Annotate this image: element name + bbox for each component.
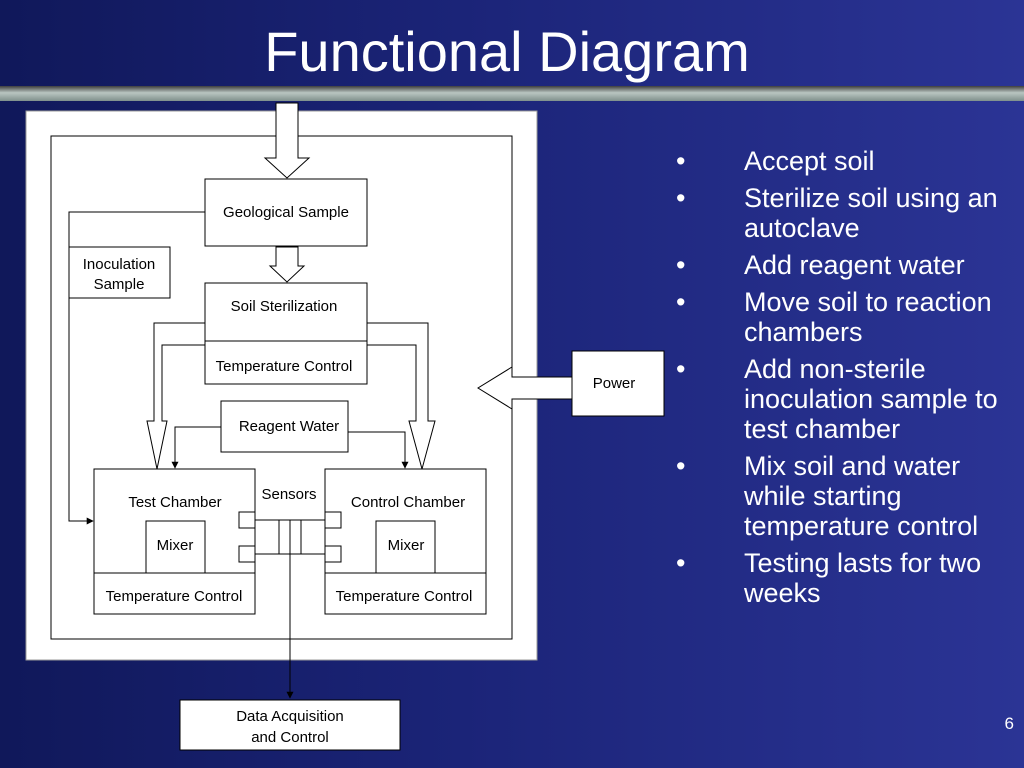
inoculation-line (68, 211, 205, 525)
bullet-list: Accept soil Sterilize soil using an auto… (676, 146, 1016, 615)
sterilization-temperature-control-label: Temperature Control (216, 358, 353, 375)
test-sensor-1 (238, 511, 256, 529)
reagent-water-label: Reagent Water (239, 418, 339, 435)
data-acquisition-box (179, 699, 401, 751)
bullet-item: Accept soil (676, 146, 1016, 176)
control-mixer-label: Mixer (388, 537, 425, 554)
power-label: Power (593, 375, 636, 392)
geological-sample-box (204, 178, 368, 247)
test-temperature-control-label: Temperature Control (106, 588, 243, 605)
page-number: 6 (1004, 714, 1014, 733)
control-sensor-2 (324, 545, 342, 563)
test-mixer-label: Mixer (157, 537, 194, 554)
bullet-item: Testing lasts for two weeks (676, 548, 1016, 608)
sterilized-soil-to-test-arrow (146, 322, 206, 470)
reagent-to-test-line (171, 426, 221, 469)
geological-sample-label: Geological Sample (223, 204, 349, 221)
test-chamber-label: Test Chamber (128, 494, 221, 511)
soil-sterilization-label: Soil Sterilization (231, 298, 338, 315)
bullet-item: Move soil to reaction chambers (676, 287, 1016, 347)
reagent-water-box (220, 400, 349, 453)
input-arrow (263, 102, 311, 179)
bullet-item: Add non-sterile inoculation sample to te… (676, 354, 1016, 444)
inoculation-sample-box (68, 246, 171, 299)
sensors-label: Sensors (261, 486, 316, 503)
power-arrow (477, 366, 573, 410)
reagent-to-control-line (348, 431, 409, 469)
power-box (571, 350, 665, 417)
sample-to-sterilization-arrow (268, 246, 306, 283)
slide-title: Functional Diagram (264, 20, 750, 83)
sterilized-soil-to-control-arrow (366, 322, 436, 471)
bullet-item: Add reagent water (676, 250, 1016, 280)
soil-sterilization-box (204, 282, 368, 385)
title-divider (0, 86, 1024, 101)
bullet-item: Mix soil and water while starting temper… (676, 451, 1016, 541)
control-mixer-box (375, 520, 436, 574)
control-temperature-control-label: Temperature Control (336, 588, 473, 605)
control-sensor-1 (324, 511, 342, 529)
bullet-item: Sterilize soil using an autoclave (676, 183, 1016, 243)
control-chamber-label: Control Chamber (351, 494, 465, 511)
test-sensor-2 (238, 545, 256, 563)
test-mixer-box (145, 520, 206, 574)
